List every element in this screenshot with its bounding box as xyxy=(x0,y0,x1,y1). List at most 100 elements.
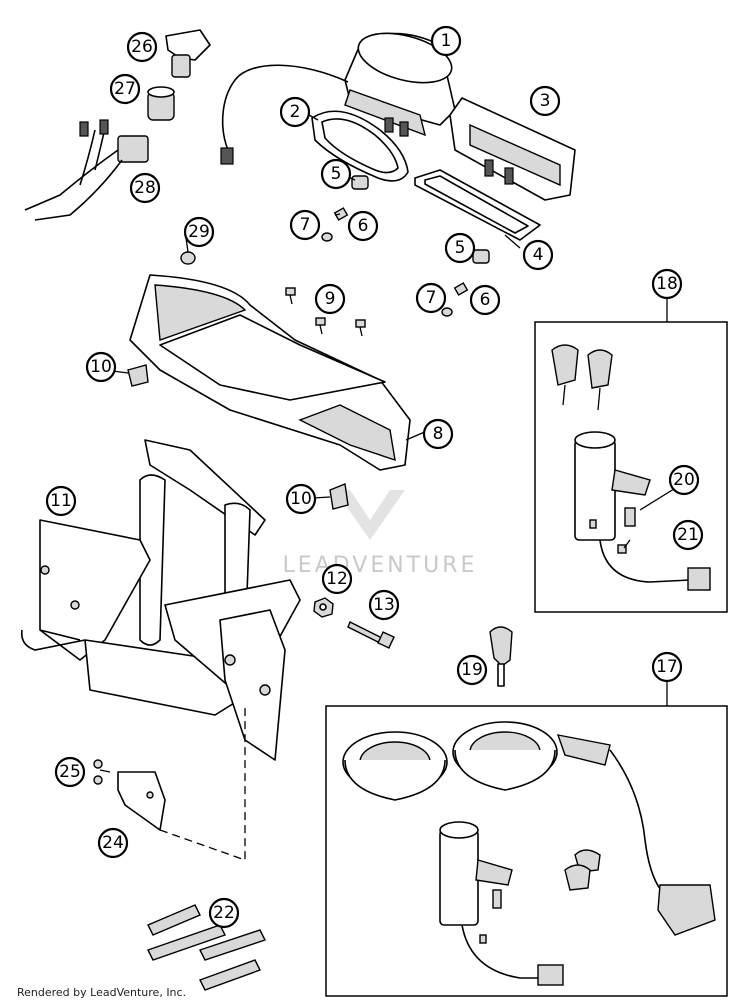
callout-10[interactable]: 10 xyxy=(85,351,117,383)
callout-6[interactable]: 6 xyxy=(347,210,379,242)
part-screw[interactable] xyxy=(624,507,636,527)
callout-label: 5 xyxy=(331,164,342,184)
callout-17[interactable]: 17 xyxy=(651,651,683,683)
part-speedometer[interactable] xyxy=(344,24,457,137)
part-lock-cylinder[interactable] xyxy=(657,884,716,936)
part-cap[interactable] xyxy=(147,86,175,121)
part-screw[interactable] xyxy=(285,287,296,305)
callout-5[interactable]: 5 xyxy=(320,158,352,190)
kit-box-ignition-lock xyxy=(534,321,728,613)
ignition-wire xyxy=(461,924,540,979)
part-headlight-mask[interactable] xyxy=(129,274,411,471)
seat-lock-cable xyxy=(609,749,666,896)
callout-label: 19 xyxy=(461,660,483,680)
callout-24[interactable]: 24 xyxy=(97,827,129,859)
callout-label: 5 xyxy=(455,238,466,258)
part-screw[interactable] xyxy=(315,317,326,335)
callout-13[interactable]: 13 xyxy=(368,589,400,621)
connector-icon xyxy=(687,567,711,591)
callout-label: 12 xyxy=(326,569,348,589)
part-nut[interactable] xyxy=(333,207,349,221)
callout-label: 24 xyxy=(102,833,124,853)
part-screw[interactable] xyxy=(355,319,366,337)
callout-label: 27 xyxy=(114,79,136,99)
part-ignition-switch[interactable] xyxy=(439,821,513,926)
callout-label: 10 xyxy=(90,357,112,377)
callout-5[interactable]: 5 xyxy=(444,232,476,264)
part-spacer[interactable] xyxy=(147,924,226,961)
callout-label: 7 xyxy=(300,215,311,235)
part-screw[interactable] xyxy=(93,775,103,785)
callout-10[interactable]: 10 xyxy=(285,483,317,515)
callout-9[interactable]: 9 xyxy=(314,283,346,315)
part-frame-gasket[interactable] xyxy=(414,169,541,241)
part-key-blank[interactable] xyxy=(489,626,513,687)
part-screw[interactable] xyxy=(479,934,487,944)
part-power-socket[interactable] xyxy=(165,29,211,78)
callout-label: 29 xyxy=(188,222,210,242)
part-fuel-cap[interactable] xyxy=(452,721,558,791)
part-screw[interactable] xyxy=(93,759,103,769)
part-bolt[interactable] xyxy=(347,621,395,649)
callout-22[interactable]: 22 xyxy=(208,897,240,929)
callout-7[interactable]: 7 xyxy=(289,209,321,241)
part-ignition-keys[interactable] xyxy=(551,344,613,411)
connector-icon xyxy=(220,147,234,165)
part-grommet[interactable] xyxy=(351,175,369,190)
callout-label: 26 xyxy=(131,37,153,57)
part-small-bracket[interactable] xyxy=(117,771,166,831)
part-headlight-bracket[interactable] xyxy=(20,439,301,761)
part-seat-lock[interactable] xyxy=(556,734,611,766)
part-spacer[interactable] xyxy=(199,929,266,961)
callout-label: 6 xyxy=(480,290,491,310)
part-display-unit[interactable] xyxy=(449,97,576,201)
part-gasket-ring[interactable] xyxy=(311,110,409,182)
part-nut[interactable] xyxy=(453,282,469,296)
part-washer[interactable] xyxy=(441,307,453,317)
speedometer-cable xyxy=(221,64,349,151)
callout-20[interactable]: 20 xyxy=(668,464,700,496)
watermark-text: LEADVENTURE xyxy=(283,553,478,578)
part-nut[interactable] xyxy=(313,597,334,618)
callout-27[interactable]: 27 xyxy=(109,73,141,105)
callout-label: 25 xyxy=(59,762,81,782)
callout-8[interactable]: 8 xyxy=(422,418,454,450)
callout-label: 7 xyxy=(426,288,437,308)
callout-28[interactable]: 28 xyxy=(129,172,161,204)
callout-26[interactable]: 26 xyxy=(126,31,158,63)
callout-label: 28 xyxy=(134,178,156,198)
callout-18[interactable]: 18 xyxy=(651,268,683,300)
part-clip[interactable] xyxy=(127,364,149,387)
callout-12[interactable]: 12 xyxy=(321,563,353,595)
callout-6[interactable]: 6 xyxy=(469,284,501,316)
callout-7[interactable]: 7 xyxy=(415,282,447,314)
callout-11[interactable]: 11 xyxy=(45,485,77,517)
callout-2[interactable]: 2 xyxy=(279,96,311,128)
callout-label: 17 xyxy=(656,657,678,677)
part-screw[interactable] xyxy=(492,889,502,909)
part-washer[interactable] xyxy=(321,232,333,242)
part-ignition-switch[interactable] xyxy=(574,431,651,541)
part-fuel-cap[interactable] xyxy=(342,731,448,801)
callout-3[interactable]: 3 xyxy=(529,85,561,117)
part-relay-harness[interactable] xyxy=(24,119,149,221)
part-spacer[interactable] xyxy=(199,959,261,991)
part-ignition-keys[interactable] xyxy=(564,849,601,891)
callout-label: 9 xyxy=(325,289,336,309)
callout-29[interactable]: 29 xyxy=(183,216,215,248)
callout-1[interactable]: 1 xyxy=(430,25,462,57)
callout-label: 10 xyxy=(290,489,312,509)
part-clip[interactable] xyxy=(329,483,349,510)
callout-4[interactable]: 4 xyxy=(522,239,554,271)
part-rubber-nub[interactable] xyxy=(180,251,196,265)
watermark: LEADVENTURE xyxy=(283,490,478,578)
callout-label: 22 xyxy=(213,903,235,923)
part-grommet[interactable] xyxy=(472,249,490,264)
callout-19[interactable]: 19 xyxy=(456,654,488,686)
part-spacer[interactable] xyxy=(147,904,201,936)
callout-21[interactable]: 21 xyxy=(672,519,704,551)
callout-25[interactable]: 25 xyxy=(54,756,86,788)
part-screw[interactable] xyxy=(617,544,627,554)
kit-box-lock-set xyxy=(325,705,728,997)
